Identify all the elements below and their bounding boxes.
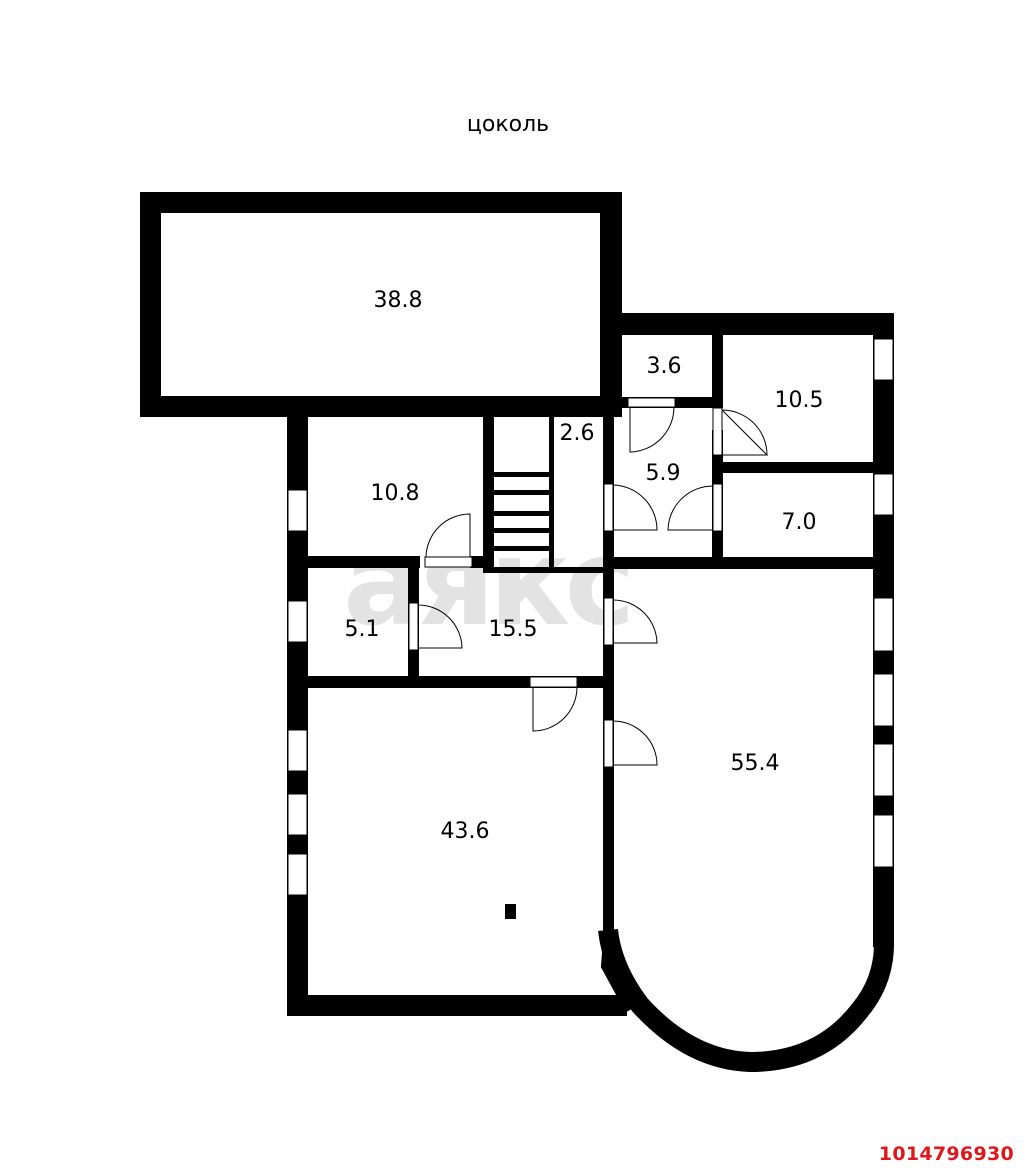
windows	[287, 338, 894, 896]
window-right-1	[873, 338, 894, 381]
room-area-label: 5.1	[345, 617, 380, 642]
window-right-3	[873, 597, 894, 652]
doors	[408, 397, 769, 768]
window-right-5	[873, 743, 894, 797]
curved-wall	[598, 928, 895, 1073]
room-area-label: 38.8	[374, 288, 423, 313]
room-area-label: 15.5	[489, 617, 538, 642]
room-area-label: 55.4	[731, 751, 780, 776]
window-right-2	[873, 473, 894, 516]
room-area-label: 10.5	[775, 388, 824, 413]
window-left-2	[287, 600, 308, 643]
room-area-label: 7.0	[782, 510, 817, 535]
room-area-label: 10.8	[371, 481, 420, 506]
floor-title: цоколь	[466, 112, 550, 137]
window-right-4	[873, 673, 894, 727]
window-left-3	[287, 729, 308, 772]
room-area-label: 43.6	[441, 819, 490, 844]
room-labels: 38.8 3.6 10.5 10.8 2.6 5.9 7.0 5.1 15.5 …	[345, 288, 824, 844]
window-right-6	[873, 814, 894, 868]
window-left-4	[287, 793, 308, 836]
room-area-label: 2.6	[560, 421, 595, 446]
room-area-label: 3.6	[647, 354, 682, 379]
room-area-label: 5.9	[646, 461, 681, 486]
window-left-1	[287, 489, 308, 532]
window-left-5	[287, 853, 308, 896]
listing-id: 1014796930	[878, 1143, 1014, 1165]
